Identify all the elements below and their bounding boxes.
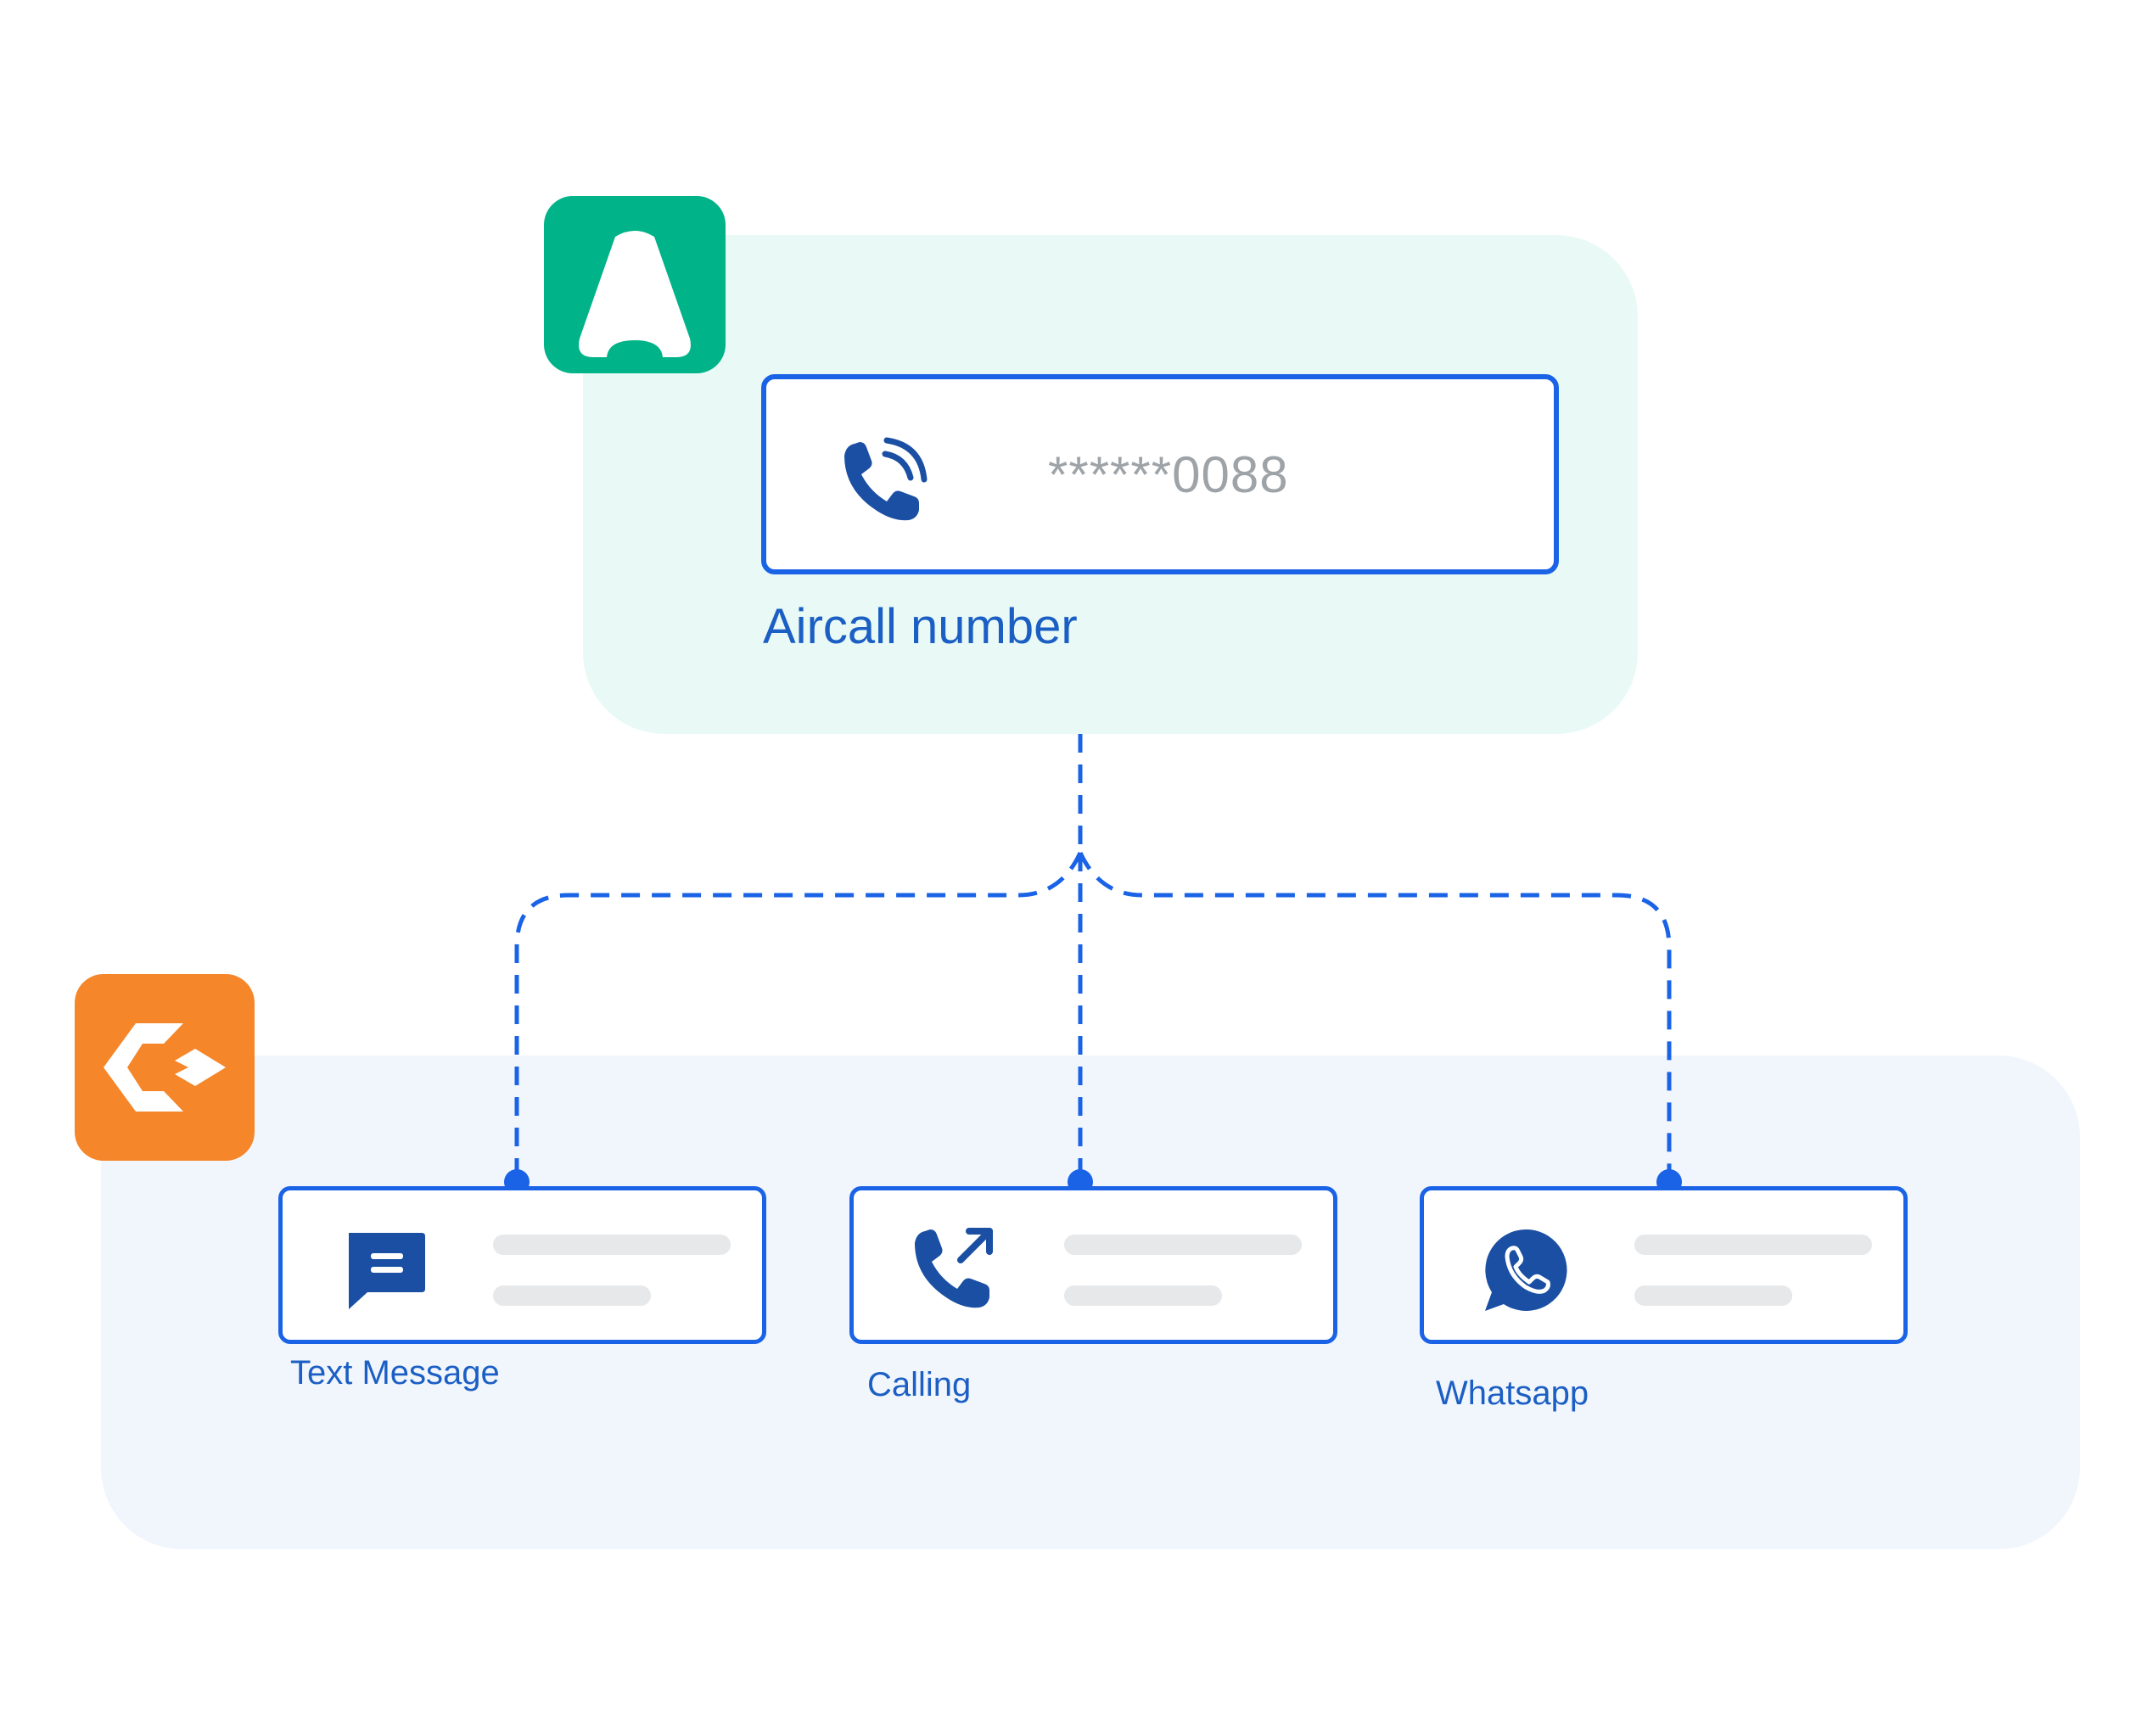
connector-left [514, 851, 1083, 1181]
channel-label-text-message: Text Message [290, 1354, 500, 1392]
placeholder-line [1064, 1285, 1222, 1306]
aircall-number-label: Aircall number [763, 599, 1078, 654]
channel-label-calling: Calling [867, 1366, 972, 1403]
whatsapp-icon [1478, 1223, 1573, 1318]
placeholder-line [493, 1235, 731, 1255]
chat-message-icon [337, 1223, 432, 1318]
aircall-logo-icon [544, 196, 726, 373]
phone-outgoing-icon [908, 1223, 1003, 1318]
channel-card-calling [849, 1186, 1337, 1344]
placeholder-line [1064, 1235, 1302, 1255]
phone-ringing-icon [836, 435, 929, 529]
channel-card-text-message [278, 1186, 766, 1344]
hub-logo-icon [75, 974, 255, 1161]
placeholder-line [1634, 1235, 1872, 1255]
channel-card-whatsapp [1420, 1186, 1908, 1344]
aircall-number-card: ******0088 [761, 374, 1559, 574]
connector-right [1078, 851, 1672, 1181]
placeholder-line [1634, 1285, 1792, 1306]
placeholder-line [493, 1285, 651, 1306]
aircall-number-value: ******0088 [1048, 446, 1289, 503]
channel-label-whatsapp: Whatsapp [1436, 1375, 1589, 1412]
